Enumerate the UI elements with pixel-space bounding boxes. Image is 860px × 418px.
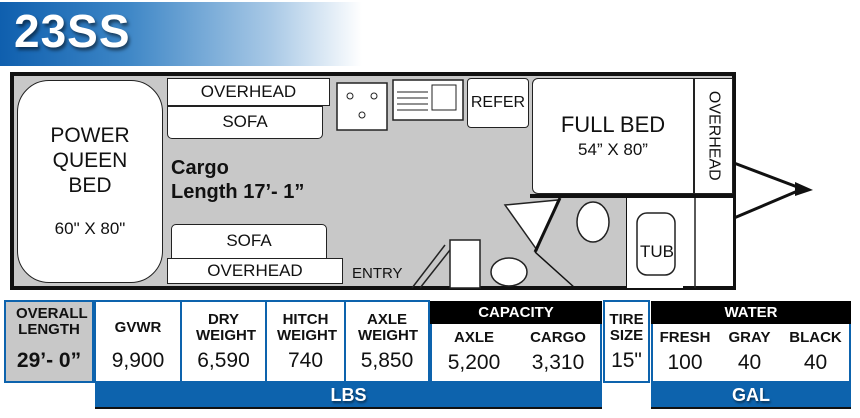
capacity-cargo-value: 3,310 [531,351,585,374]
title-banner [0,2,362,66]
hitch-weight-value: 740 [287,349,324,372]
gray-label: GRAY [728,329,771,346]
front-bed-size: 54” X 80” [578,139,648,159]
gray-cell: GRAY 40 [717,324,783,383]
tire-size-value: 15" [611,349,642,372]
dry-weight-label: DRY WEIGHT [196,311,256,344]
axle-weight-value: 5,850 [360,349,414,372]
black-value: 40 [803,351,828,374]
overhead-front-label: OVERHEAD [705,91,723,181]
fresh-cell: FRESH 100 [651,324,718,383]
gray-value: 40 [737,351,762,374]
refrigerator: REFER [467,78,529,128]
gvwr-cell: GVWR 9,900 [94,300,182,383]
capacity-axle-label: AXLE [453,329,494,346]
overhead-front: OVERHEAD [694,78,733,194]
rear-bed-size: 60" X 80" [54,218,126,238]
overhead-top: OVERHEAD [167,78,330,106]
sofa-top: SOFA [167,106,323,139]
axle-weight-label: AXLE WEIGHT [358,311,418,344]
fresh-label: FRESH [659,329,711,346]
black-label: BLACK [789,329,842,346]
overall-length-label: OVERALL LENGTH [16,305,88,338]
water-header: WATER [651,301,851,325]
capacity-cargo-label: CARGO [530,329,586,346]
fresh-value: 100 [667,351,703,374]
overall-length-value: 29’- 0” [16,349,82,372]
capacity-header: CAPACITY [430,301,602,325]
cargo-length: Cargo Length 17’- 1” [171,156,304,204]
hitch-weight-cell: HITCH WEIGHT 740 [265,300,346,383]
overhead-bottom: OVERHEAD [167,258,343,284]
entry-label[interactable]: ENTRY [352,265,403,282]
overall-length-cell: OVERALL LENGTH 29’- 0” [4,300,94,383]
axle-weight-cell: AXLE WEIGHT 5,850 [344,300,430,383]
rear-bed-label: POWER QUEEN BED [50,123,130,197]
gvwr-value: 9,900 [111,349,165,372]
dry-weight-value: 6,590 [197,349,250,372]
gvwr-label: GVWR [114,319,162,336]
rear-bed: POWER QUEEN BED 60" X 80" [17,80,163,283]
cargo-length-value: Length 17’- 1” [171,181,305,203]
sofa-bottom: SOFA [171,224,327,259]
capacity-cargo-cell: CARGO 3,310 [516,324,602,383]
tub-label: TUB [640,242,674,261]
front-bed: FULL BED 54” X 80” [532,78,694,194]
floorplan: POWER QUEEN BED 60" X 80" OVERHEAD SOFA … [10,72,813,290]
capacity-axle-cell: AXLE 5,200 [430,324,517,383]
model-title: 23SS [14,5,131,57]
gal-unit-bar: GAL [651,383,851,409]
cargo-label: Cargo [171,157,229,179]
tire-size-label: TIRE SIZE [609,311,644,344]
tire-size-cell: TIRE SIZE 15" [603,300,650,383]
hitch-weight-label: HITCH WEIGHT [277,311,337,344]
lbs-unit-bar: LBS [95,383,602,409]
capacity-axle-value: 5,200 [447,351,501,374]
black-cell: BLACK 40 [782,324,851,383]
dry-weight-cell: DRY WEIGHT 6,590 [180,300,267,383]
front-bed-label: FULL BED [560,111,666,137]
